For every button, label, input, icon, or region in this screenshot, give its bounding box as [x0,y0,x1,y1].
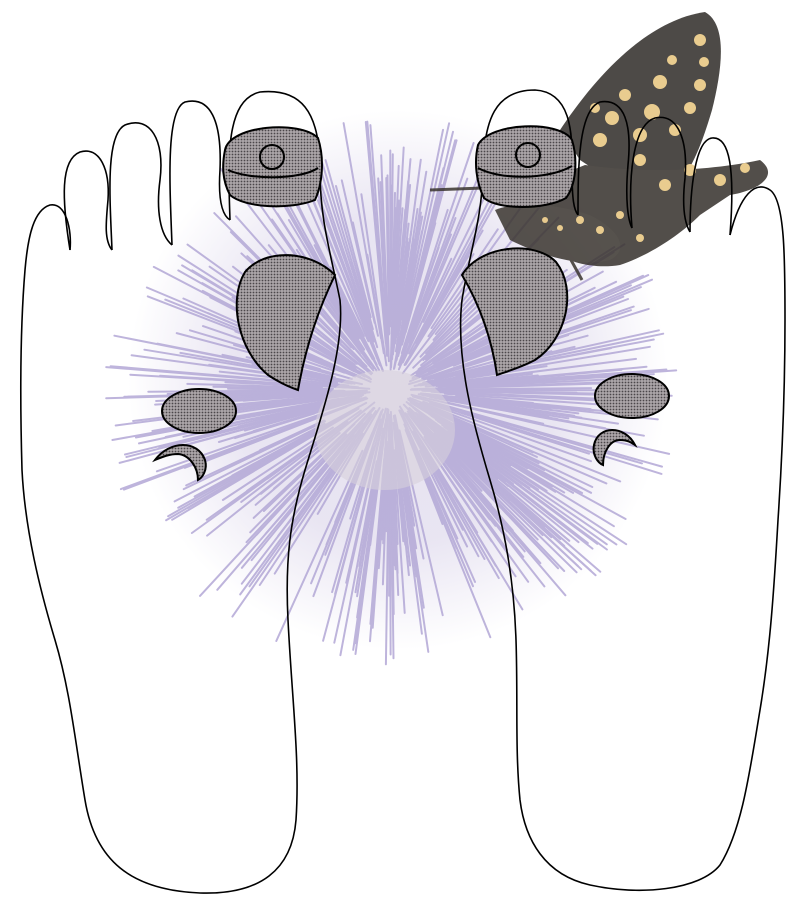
small-oval [162,389,236,433]
small-oval [595,374,669,418]
big-toe-center [260,145,284,169]
big-toe-center [516,143,540,167]
